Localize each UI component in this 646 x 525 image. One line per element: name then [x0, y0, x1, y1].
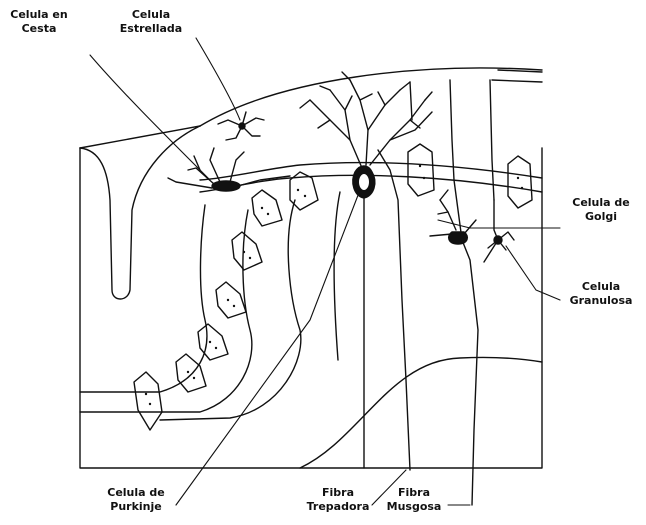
- label-celula-de-golgi: Celula de Golgi: [560, 196, 642, 224]
- label-celula-granulosa: Celula Granulosa: [560, 280, 642, 308]
- purkinje-cells-arc: [134, 144, 532, 430]
- purkinje-neuron: [300, 72, 432, 468]
- purkinje-layer-band: [80, 163, 542, 420]
- cortex-outline: [80, 68, 542, 468]
- label-celula-estrellada: Celula Estrellada: [110, 8, 192, 36]
- stellate-cell: [218, 112, 264, 140]
- label-celula-de-purkinje: Celula de Purkinje: [96, 486, 176, 514]
- golgi-cell: [430, 190, 476, 244]
- label-fibra-musgosa: Fibra Musgosa: [380, 486, 448, 514]
- white-matter-boundary: [300, 357, 542, 468]
- climbing-fiber: [378, 150, 410, 470]
- granule-cell: [484, 200, 514, 262]
- mossy-fiber: [460, 235, 478, 505]
- leader-lines: [90, 38, 560, 505]
- label-celula-en-cesta: Celula en Cesta: [2, 8, 76, 36]
- label-fibra-trepadora: Fibra Trepadora: [300, 486, 376, 514]
